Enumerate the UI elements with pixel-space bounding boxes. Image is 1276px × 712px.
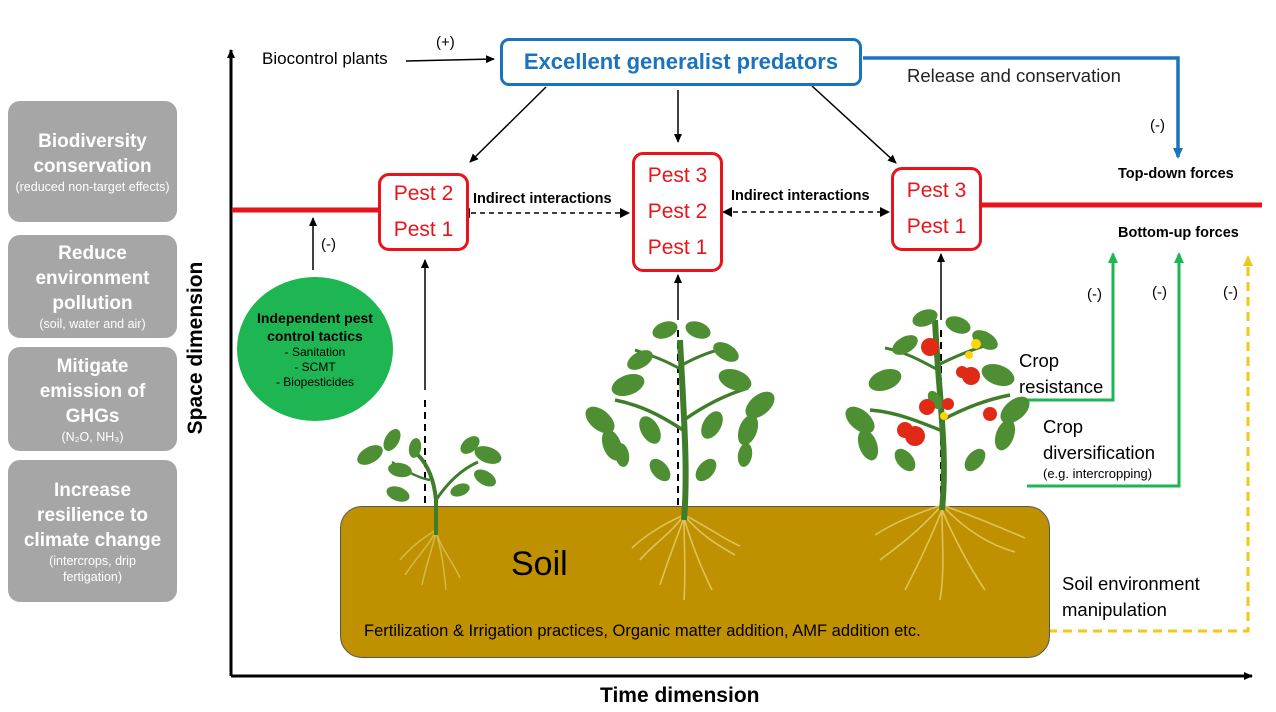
benefit-title: Biodiversity conservation bbox=[33, 130, 152, 177]
crop-diversification-example: (e.g. intercropping) bbox=[1043, 466, 1153, 481]
soil-practices: Fertilization & Irrigation practices, Or… bbox=[364, 622, 921, 640]
benefit-sub: (reduced non-target effects) bbox=[15, 179, 170, 194]
benefit-pollution: Reduce environment pollution (soil, wate… bbox=[8, 235, 177, 338]
soil-manipulation-minus: (-) bbox=[1223, 284, 1238, 301]
indirect-interactions-label-1: Indirect interactions bbox=[473, 191, 612, 207]
benefit-title: Increase resilience to climate change bbox=[23, 479, 162, 551]
predators-label: Excellent generalist predators bbox=[523, 49, 839, 74]
pest-label: Pest 2 bbox=[647, 200, 708, 223]
soil-title: Soil bbox=[511, 545, 568, 583]
crop-diversification-arrow bbox=[1027, 252, 1184, 488]
forces-divider-line bbox=[232, 202, 1262, 213]
crop-diversification-label: Crop diversification bbox=[1043, 416, 1156, 463]
benefit-title: Mitigate emission of GHGs bbox=[39, 355, 146, 427]
pest-box-middle: Pest 3 Pest 2 Pest 1 bbox=[632, 152, 723, 272]
benefit-ghg: Mitigate emission of GHGs (N₂O, NH₃) bbox=[8, 347, 177, 451]
crop-resistance-minus: (-) bbox=[1087, 286, 1102, 303]
soil-manipulation-arrow bbox=[1033, 255, 1253, 633]
plus-sign: (+) bbox=[436, 34, 455, 51]
crop-resistance-label: Crop resistance bbox=[1019, 350, 1104, 397]
independent-title: Independent pest control tactics bbox=[257, 309, 373, 344]
independent-minus: (-) bbox=[321, 236, 336, 253]
benefit-sub: (N₂O, NH₃) bbox=[61, 429, 124, 444]
seedling-plant-left bbox=[357, 429, 502, 591]
bottom-up-label: Bottom-up forces bbox=[1118, 225, 1239, 241]
pest-label: Pest 1 bbox=[906, 215, 967, 238]
independent-item: - Biopesticides bbox=[275, 374, 355, 389]
growing-plant-middle bbox=[585, 321, 775, 601]
pest-label: Pest 1 bbox=[393, 218, 454, 241]
predator-arrow-left bbox=[469, 86, 547, 163]
pest-label: Pest 2 bbox=[393, 182, 454, 205]
benefit-resilience: Increase resilience to climate change (i… bbox=[8, 460, 177, 602]
pest-label: Pest 1 bbox=[647, 236, 708, 259]
benefit-biodiversity: Biodiversity conservation (reduced non-t… bbox=[8, 101, 177, 222]
pest-box-left: Pest 2 Pest 1 bbox=[378, 173, 469, 251]
top-down-label: Top-down forces bbox=[1118, 166, 1234, 182]
independent-item: - Sanitation bbox=[284, 344, 346, 359]
soil-box: Soil Fertilization & Irrigation practice… bbox=[340, 506, 1050, 658]
predators-box: Excellent generalist predators bbox=[500, 38, 862, 86]
soil-manipulation-label: Soil environment manipulation bbox=[1062, 573, 1200, 620]
x-axis-label: Time dimension bbox=[600, 684, 760, 707]
pest-label: Pest 3 bbox=[647, 164, 708, 187]
release-arrow bbox=[863, 56, 1183, 159]
independent-tactics-circle: Independent pest control tactics - Sanit… bbox=[237, 277, 393, 421]
crop-diversification-minus: (-) bbox=[1152, 284, 1167, 301]
tomato-plant-right bbox=[845, 309, 1030, 601]
pest-box-right: Pest 3 Pest 1 bbox=[891, 167, 982, 251]
biocontrol-plants-label: Biocontrol plants bbox=[262, 49, 388, 68]
benefit-sub: (intercrops, drip fertigation) bbox=[49, 553, 136, 584]
release-label: Release and conservation bbox=[907, 65, 1121, 86]
predator-arrow-right bbox=[811, 85, 897, 164]
biocontrol-arrow bbox=[405, 55, 495, 64]
independent-item: - SCMT bbox=[294, 359, 336, 374]
pest-label: Pest 3 bbox=[906, 179, 967, 202]
indirect-interactions-label-2: Indirect interactions bbox=[731, 188, 870, 204]
benefit-title: Reduce environment pollution bbox=[35, 243, 150, 314]
crop-resistance-arrow bbox=[1027, 252, 1118, 402]
indirect-arrow-2 bbox=[722, 207, 890, 217]
release-minus: (-) bbox=[1150, 117, 1165, 134]
benefit-sub: (soil, water and air) bbox=[39, 317, 146, 331]
